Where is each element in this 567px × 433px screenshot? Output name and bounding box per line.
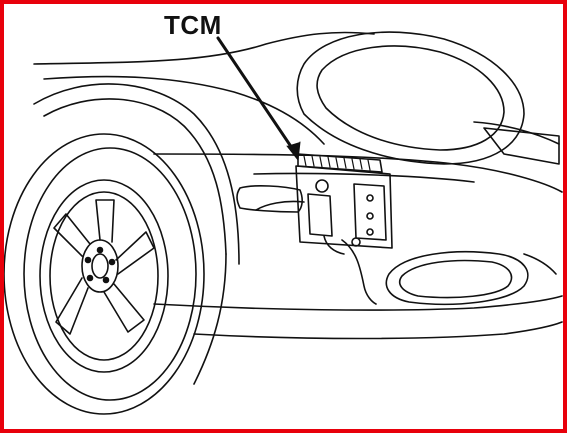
tcm-plug xyxy=(307,193,333,237)
fender-lower xyxy=(193,253,227,385)
bumper-lower-line xyxy=(153,295,563,311)
tcm-mount-3 xyxy=(366,228,374,236)
tcm-mount-2 xyxy=(366,212,374,220)
tcm-sensor xyxy=(315,179,329,193)
tcm-cable xyxy=(341,239,377,305)
hood-line xyxy=(33,31,375,65)
callout-leader-line xyxy=(216,36,298,156)
lug-2 xyxy=(108,258,116,266)
headlamp-lens-line xyxy=(473,121,560,145)
fog-lamp-outer xyxy=(385,251,529,306)
headlamp-outer xyxy=(296,31,525,165)
lug-1 xyxy=(96,246,104,254)
spoke-3 xyxy=(103,283,145,333)
fog-lamp-inner xyxy=(398,259,513,299)
valance-line xyxy=(193,321,563,340)
tcm-housing xyxy=(295,165,393,249)
lug-5 xyxy=(84,256,92,264)
bumper-upper-line xyxy=(153,153,563,193)
spoke-5 xyxy=(53,213,91,257)
lug-4 xyxy=(86,274,94,282)
spoke-4 xyxy=(55,277,89,335)
tcm-bracket xyxy=(353,183,387,241)
tcm-mount-1 xyxy=(366,194,374,202)
tcm-connector-row xyxy=(297,153,383,173)
wheel-arch-outer xyxy=(33,83,240,265)
tcm-pins xyxy=(303,155,371,171)
rim-inner xyxy=(49,191,159,361)
tcm-harness-lower xyxy=(323,235,345,255)
rim-outer xyxy=(39,179,169,373)
spoke-1 xyxy=(95,199,115,243)
fog-lamp-bezel xyxy=(523,253,557,275)
tire-outer xyxy=(4,133,205,415)
headlamp-inner xyxy=(316,45,505,151)
tcm-module xyxy=(255,153,393,305)
tcm-cable-clip xyxy=(351,237,361,247)
hub-center xyxy=(91,253,109,279)
side-marker xyxy=(236,185,303,213)
callout-arrowhead xyxy=(286,141,301,161)
tcm-harness-bundle xyxy=(255,200,305,211)
fender-top-line xyxy=(43,75,325,145)
turn-signal xyxy=(483,127,560,165)
wheel-arch-inner xyxy=(43,98,227,255)
tcm-callout-label: TCM xyxy=(164,10,222,40)
spoke-2 xyxy=(115,231,155,275)
tire-tread xyxy=(23,147,197,401)
vehicle-front-line-drawing xyxy=(4,31,563,415)
bumper-top-edge xyxy=(253,172,475,183)
lug-3 xyxy=(102,276,110,284)
